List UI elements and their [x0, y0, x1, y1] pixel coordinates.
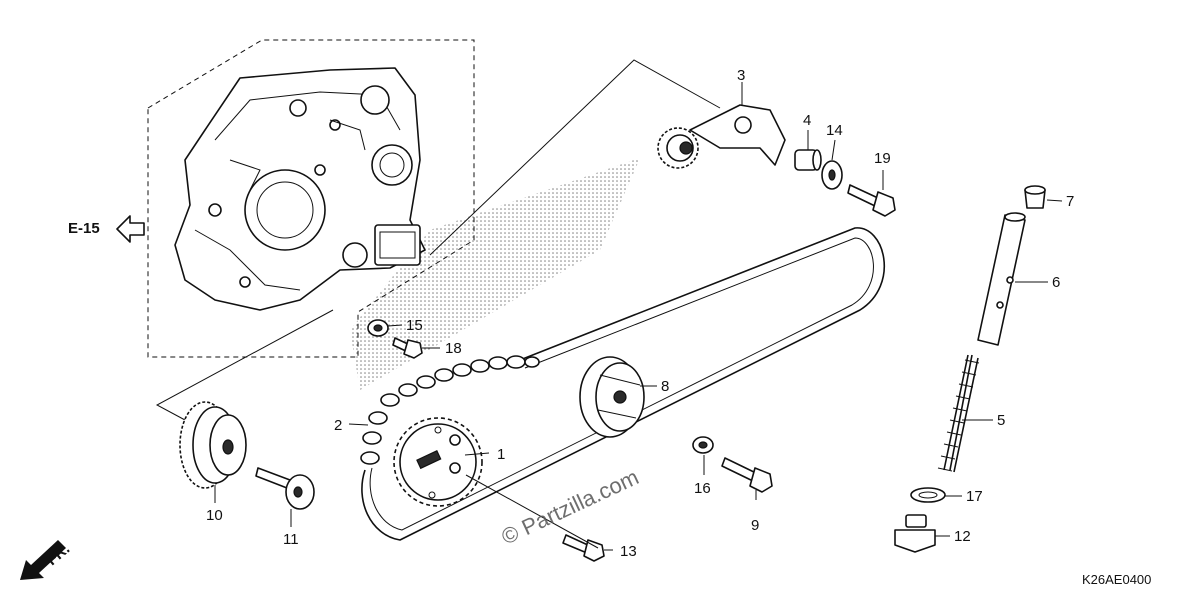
part-15-washer[interactable]: [367, 319, 389, 337]
front-label: FR.: [44, 541, 73, 570]
callout-7: 7: [1066, 193, 1074, 210]
part-6-tensioner-rod[interactable]: [977, 212, 1026, 346]
callout-18: 18: [445, 340, 462, 357]
part-1-cam-sprocket[interactable]: [393, 417, 483, 507]
part-17-washer[interactable]: [910, 487, 946, 503]
callout-17: 17: [966, 488, 983, 505]
callout-4: 4: [803, 112, 811, 129]
part-11-pin[interactable]: [255, 467, 315, 510]
callout-leaders: [214, 82, 1063, 551]
part-18-bolt[interactable]: [392, 337, 423, 359]
callout-16: 16: [694, 480, 711, 497]
part-12-plug[interactable]: [894, 514, 936, 553]
part-5-spring[interactable]: [937, 354, 980, 473]
crankcase-dashed-frame: [147, 39, 475, 358]
callout-3: 3: [737, 67, 745, 84]
bold-arrow-down-left-icon: [20, 540, 66, 580]
callout-1: 1: [497, 446, 505, 463]
stipple-wedge: [350, 158, 640, 390]
part-4-collar[interactable]: [794, 149, 822, 171]
callout-15: 15: [406, 317, 423, 334]
leader-crankcase-to-tensioner: [429, 59, 721, 256]
reference-e15[interactable]: E-15: [68, 215, 145, 243]
part-19-bolt[interactable]: [847, 184, 896, 217]
leader-crankcase-to-sprocket-10: [155, 309, 334, 421]
callout-8: 8: [661, 378, 669, 395]
callout-9: 9: [751, 517, 759, 534]
part-10-sprocket[interactable]: [179, 401, 247, 489]
outline-arrow-left-icon: [116, 215, 145, 243]
diagram-code: K26AE0400: [1082, 572, 1151, 587]
part-7-cap[interactable]: [1024, 185, 1046, 209]
part-3-tensioner-arm[interactable]: [657, 104, 786, 169]
callout-12: 12: [954, 528, 971, 545]
callout-13: 13: [620, 543, 637, 560]
part-9-bolt[interactable]: [721, 457, 773, 493]
part-14-washer[interactable]: [821, 160, 843, 190]
crankcase-assembly: [174, 67, 426, 311]
callout-14: 14: [826, 122, 843, 139]
reference-label: E-15: [68, 220, 100, 237]
front-indicator: FR.: [20, 540, 73, 580]
part-8-guide-roller[interactable]: [579, 356, 645, 438]
callout-2: 2: [334, 417, 342, 434]
part-16-washer[interactable]: [692, 436, 714, 454]
callout-6: 6: [1052, 274, 1060, 291]
part-13-bolt[interactable]: [562, 534, 605, 562]
callout-numbers: 1 2 3 4 5 6 7 8 9 10 11 12 13 14 15 16 1…: [206, 67, 1074, 560]
callout-19: 19: [874, 150, 891, 167]
callout-10: 10: [206, 507, 223, 524]
callout-11: 11: [283, 531, 299, 548]
callout-5: 5: [997, 412, 1005, 429]
